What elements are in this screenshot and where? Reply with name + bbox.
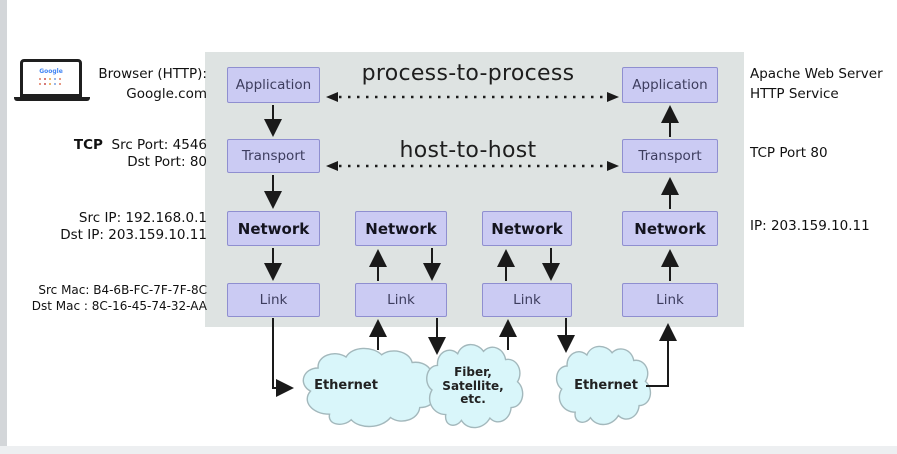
tcp-port-annotation: TCP Port 80 — [750, 145, 828, 161]
ip-annotation: Src IP: 192.168.0.1 Dst IP: 203.159.10.1… — [60, 210, 207, 244]
left-edge-strip — [0, 0, 7, 454]
arrow-ethernet2-to-server-link — [646, 323, 677, 387]
src-port: Src Port: 4546 — [111, 137, 208, 153]
laptop-icon: Google — [14, 59, 90, 101]
client-transport-box: Transport — [227, 139, 320, 173]
router2-network-box: Network — [482, 211, 572, 246]
dst-port: Dst Port: 80 — [127, 154, 207, 170]
client-network-box: Network — [227, 211, 320, 246]
arrow-client-link-to-ethernet — [272, 318, 294, 397]
router1-link-box: Link — [355, 283, 447, 317]
server-ip-annotation: IP: 203.159.10.11 — [750, 218, 870, 234]
browser-line2: Google.com — [126, 86, 207, 102]
laptop-base — [14, 97, 90, 101]
bottom-edge-strip — [0, 446, 897, 454]
laptop-screen: Google — [20, 59, 82, 97]
laptop-app-dots — [39, 78, 41, 80]
process-to-process-label: process-to-process — [361, 61, 575, 86]
fiber-satellite-label: Fiber, Satellite, etc. — [442, 365, 504, 406]
server-line1: Apache Web Server — [750, 66, 883, 82]
server-transport-box: Transport — [622, 139, 718, 173]
server-line2: HTTP Service — [750, 86, 839, 102]
server-application-box: Application — [622, 67, 718, 103]
client-application-box: Application — [227, 67, 320, 103]
tcp-label: TCP — [73, 137, 103, 153]
laptop-app-dots — [39, 83, 41, 85]
tcp-annotation: TCP Src Port: 4546 Dst Port: 80 — [74, 137, 207, 171]
router1-network-box: Network — [355, 211, 447, 246]
client-link-box: Link — [227, 283, 320, 317]
browser-annotation: Browser (HTTP): Google.com — [98, 64, 207, 104]
mac-annotation: Src Mac: B4-6B-FC-7F-7F-8C Dst Mac : 8C-… — [32, 282, 207, 314]
ethernet-left-label: Ethernet — [314, 378, 378, 393]
dst-ip: Dst IP: 203.159.10.11 — [60, 227, 207, 243]
server-link-box: Link — [622, 283, 718, 317]
browser-line1: Browser (HTTP): — [98, 66, 207, 82]
dst-mac: Dst Mac : 8C-16-45-74-32-AA — [31, 299, 207, 313]
laptop-google-logo: Google — [39, 68, 63, 75]
server-annotation: Apache Web Server HTTP Service — [750, 64, 883, 104]
ethernet-right-label: Ethernet — [574, 378, 638, 393]
src-mac: Src Mac: B4-6B-FC-7F-7F-8C — [38, 283, 207, 297]
server-network-box: Network — [622, 211, 718, 246]
src-ip: Src IP: 192.168.0.1 — [78, 210, 207, 226]
router2-link-box: Link — [482, 283, 572, 317]
host-to-host-label: host-to-host — [399, 138, 537, 163]
